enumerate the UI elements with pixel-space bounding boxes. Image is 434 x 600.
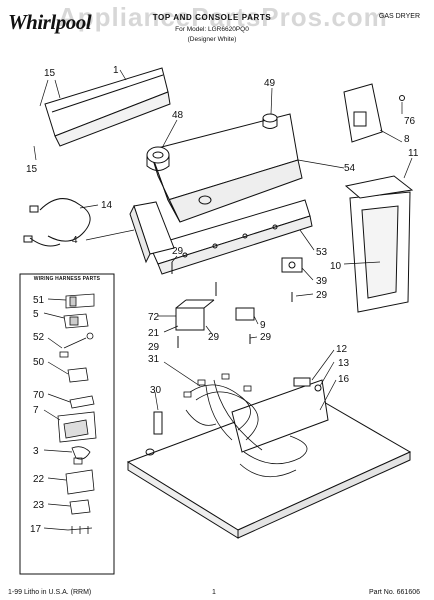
callout-16: 16 (338, 374, 350, 385)
rod-part (145, 411, 163, 456)
callout-labels: 1 15 15 14 4 48 49 54 76 8 11 53 10 29 3… (26, 65, 419, 535)
callout-17: 17 (30, 524, 42, 535)
thermostat-part (293, 377, 322, 392)
callout-10: 10 (330, 261, 342, 272)
wiring-harness-title: WIRING HARNESS PARTS (33, 276, 101, 282)
callout-39: 39 (316, 276, 328, 287)
callout-54: 54 (344, 163, 356, 174)
side-panel-part (344, 175, 414, 313)
wiring-bundle-part (183, 373, 308, 478)
rear-panel-part (44, 67, 171, 147)
callout-53: 53 (316, 247, 328, 258)
callout-22: 22 (33, 474, 45, 485)
callout-4: 4 (72, 235, 78, 246)
callout-9: 9 (260, 320, 266, 331)
callout-49: 49 (264, 78, 276, 89)
callout-7: 7 (33, 405, 39, 416)
callout-12: 12 (336, 344, 348, 355)
callout-30: 30 (150, 385, 162, 396)
callout-29-c: 29 (148, 342, 160, 353)
top-panel-part (126, 379, 412, 539)
callout-1: 1 (113, 65, 119, 76)
timer-part (175, 299, 215, 331)
socket-part (235, 307, 255, 321)
page-title: TOP AND CONSOLE PARTS (152, 13, 272, 22)
screw-part (171, 262, 293, 348)
watermark: AppliancePartsPros.com (58, 2, 388, 32)
callout-3: 3 (33, 446, 39, 457)
endcap-part (343, 83, 405, 143)
callout-29-a: 29 (172, 246, 184, 257)
callout-70: 70 (33, 390, 45, 401)
control-panel-part (149, 199, 313, 275)
callout-8: 8 (404, 134, 410, 145)
callout-29-b: 29 (316, 290, 328, 301)
document-type: GAS DRYER (378, 13, 420, 20)
wire-harness-part (23, 198, 91, 247)
callout-50: 50 (33, 357, 45, 368)
callout-76: 76 (404, 116, 416, 127)
harness-parts-drawings (57, 293, 97, 534)
footer-litho: 1-99 Litho in U.S.A. (RRM) (8, 589, 92, 596)
callout-13: 13 (338, 358, 350, 369)
callout-52: 52 (33, 332, 45, 343)
callout-29-e: 29 (260, 332, 272, 343)
model-line: For Model: LGR6620PQ0 (175, 26, 249, 33)
callout-5: 5 (33, 309, 39, 320)
callout-21: 21 (148, 328, 160, 339)
callout-15-bottom: 15 (26, 164, 38, 175)
designer-line: (Designer White) (187, 36, 237, 43)
button-part (262, 113, 278, 129)
callout-51: 51 (33, 295, 45, 306)
callout-15-top: 15 (44, 68, 56, 79)
left-endcap-part (129, 201, 175, 264)
wiring-harness-box (19, 273, 115, 575)
callout-11: 11 (408, 148, 419, 159)
console-part (149, 113, 303, 223)
footer-part-number: Part No. 661606 (369, 589, 420, 596)
switch-part (281, 257, 303, 273)
leader-lines (33, 69, 413, 531)
callout-48: 48 (172, 110, 184, 121)
callout-23: 23 (33, 500, 45, 511)
callout-72: 72 (148, 312, 160, 323)
brand-logo: Whirlpool (8, 10, 92, 34)
footer-page-number: 1 (212, 589, 216, 596)
callout-14: 14 (101, 200, 113, 211)
callout-29-d: 29 (208, 332, 220, 343)
callout-31: 31 (148, 354, 160, 365)
knob-part (146, 146, 170, 171)
